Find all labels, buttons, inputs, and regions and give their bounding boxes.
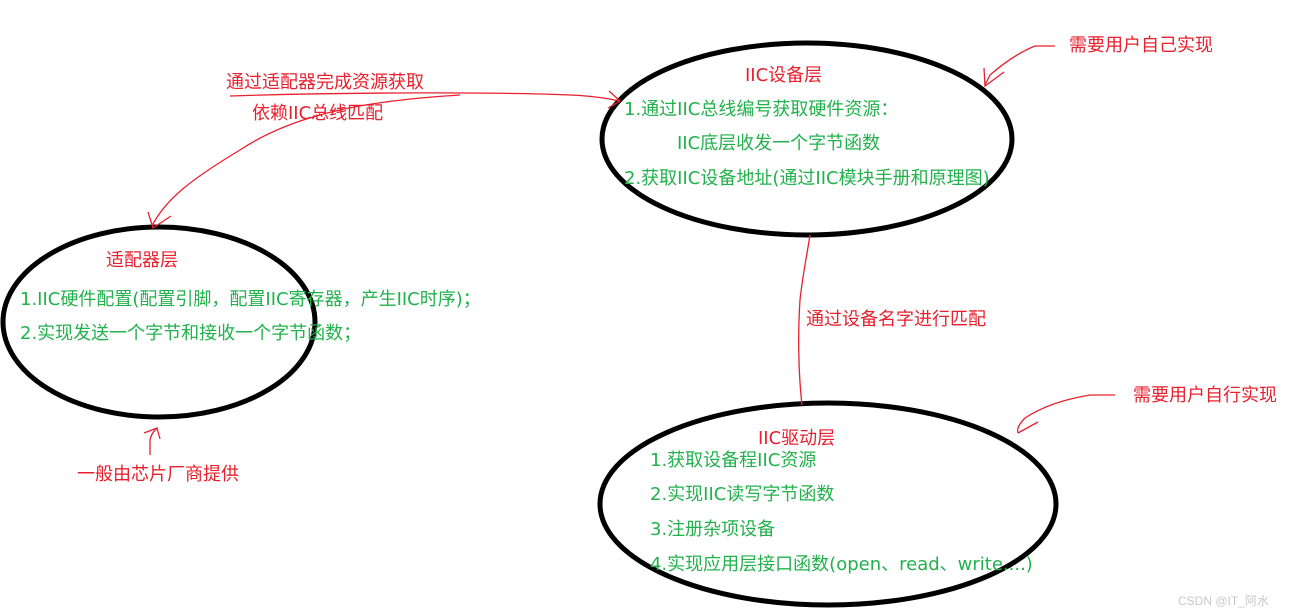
- device-item-2: 2.获取IIC设备地址(通过IIC模块手册和原理图): [624, 168, 990, 189]
- arrow-to-device-head: [607, 90, 622, 109]
- device-driver-link-line: [798, 234, 811, 406]
- arrow-driver-user-head: [1017, 421, 1039, 434]
- device-item-1: 1.通过IIC总线编号获取硬件资源：: [624, 99, 899, 120]
- arrow-adapter-provider-head: [143, 427, 161, 440]
- adapter-item-1: 1.IIC硬件配置(配置引脚，配置IIC寄存器，产生IIC时序)；: [20, 289, 481, 310]
- annotation-adapter-resource: 通过适配器完成资源获取: [226, 72, 424, 93]
- device-item-1-sub: IIC底层收发一个字节函数: [677, 133, 881, 154]
- adapter-layer-ellipse: [0, 224, 318, 420]
- driver-item-3: 3.注册杂项设备: [650, 519, 776, 540]
- arrow-adapter-provider: [149, 427, 158, 455]
- driver-item-4: 4.实现应用层接口函数(open、read、write....): [650, 554, 1033, 575]
- driver-item-2: 2.实现IIC读写字节函数: [650, 484, 835, 505]
- device-layer-title: IIC设备层: [745, 65, 823, 86]
- annotation-driver-user-impl: 需要用户自行实现: [1133, 385, 1277, 406]
- driver-layer-ellipse: [597, 400, 1059, 608]
- arrow-to-adapter-head: [147, 211, 172, 230]
- adapter-layer-title: 适配器层: [106, 250, 178, 271]
- annotation-bus-match: 依赖IIC总线匹配: [252, 103, 384, 124]
- device-layer-ellipse: [599, 40, 1015, 238]
- arrow-driver-user: [1017, 394, 1115, 434]
- adapter-item-2: 2.实现发送一个字节和接收一个字节函数；: [20, 323, 362, 344]
- driver-layer-title: IIC驱动层: [758, 428, 836, 449]
- annotation-device-name-match: 通过设备名字进行匹配: [806, 309, 986, 330]
- arrow-to-adapter: [151, 94, 461, 227]
- arrow-device-user-head: [983, 67, 1005, 88]
- arrow-to-device: [229, 92, 621, 102]
- annotation-device-user-impl: 需要用户自己实现: [1069, 35, 1213, 56]
- watermark: CSDN @IT_阿水: [1178, 594, 1269, 608]
- driver-item-1: 1.获取设备程IIC资源: [650, 450, 817, 471]
- annotation-vendor-provided: 一般由芯片厂商提供: [77, 464, 239, 485]
- arrow-device-user: [984, 45, 1055, 86]
